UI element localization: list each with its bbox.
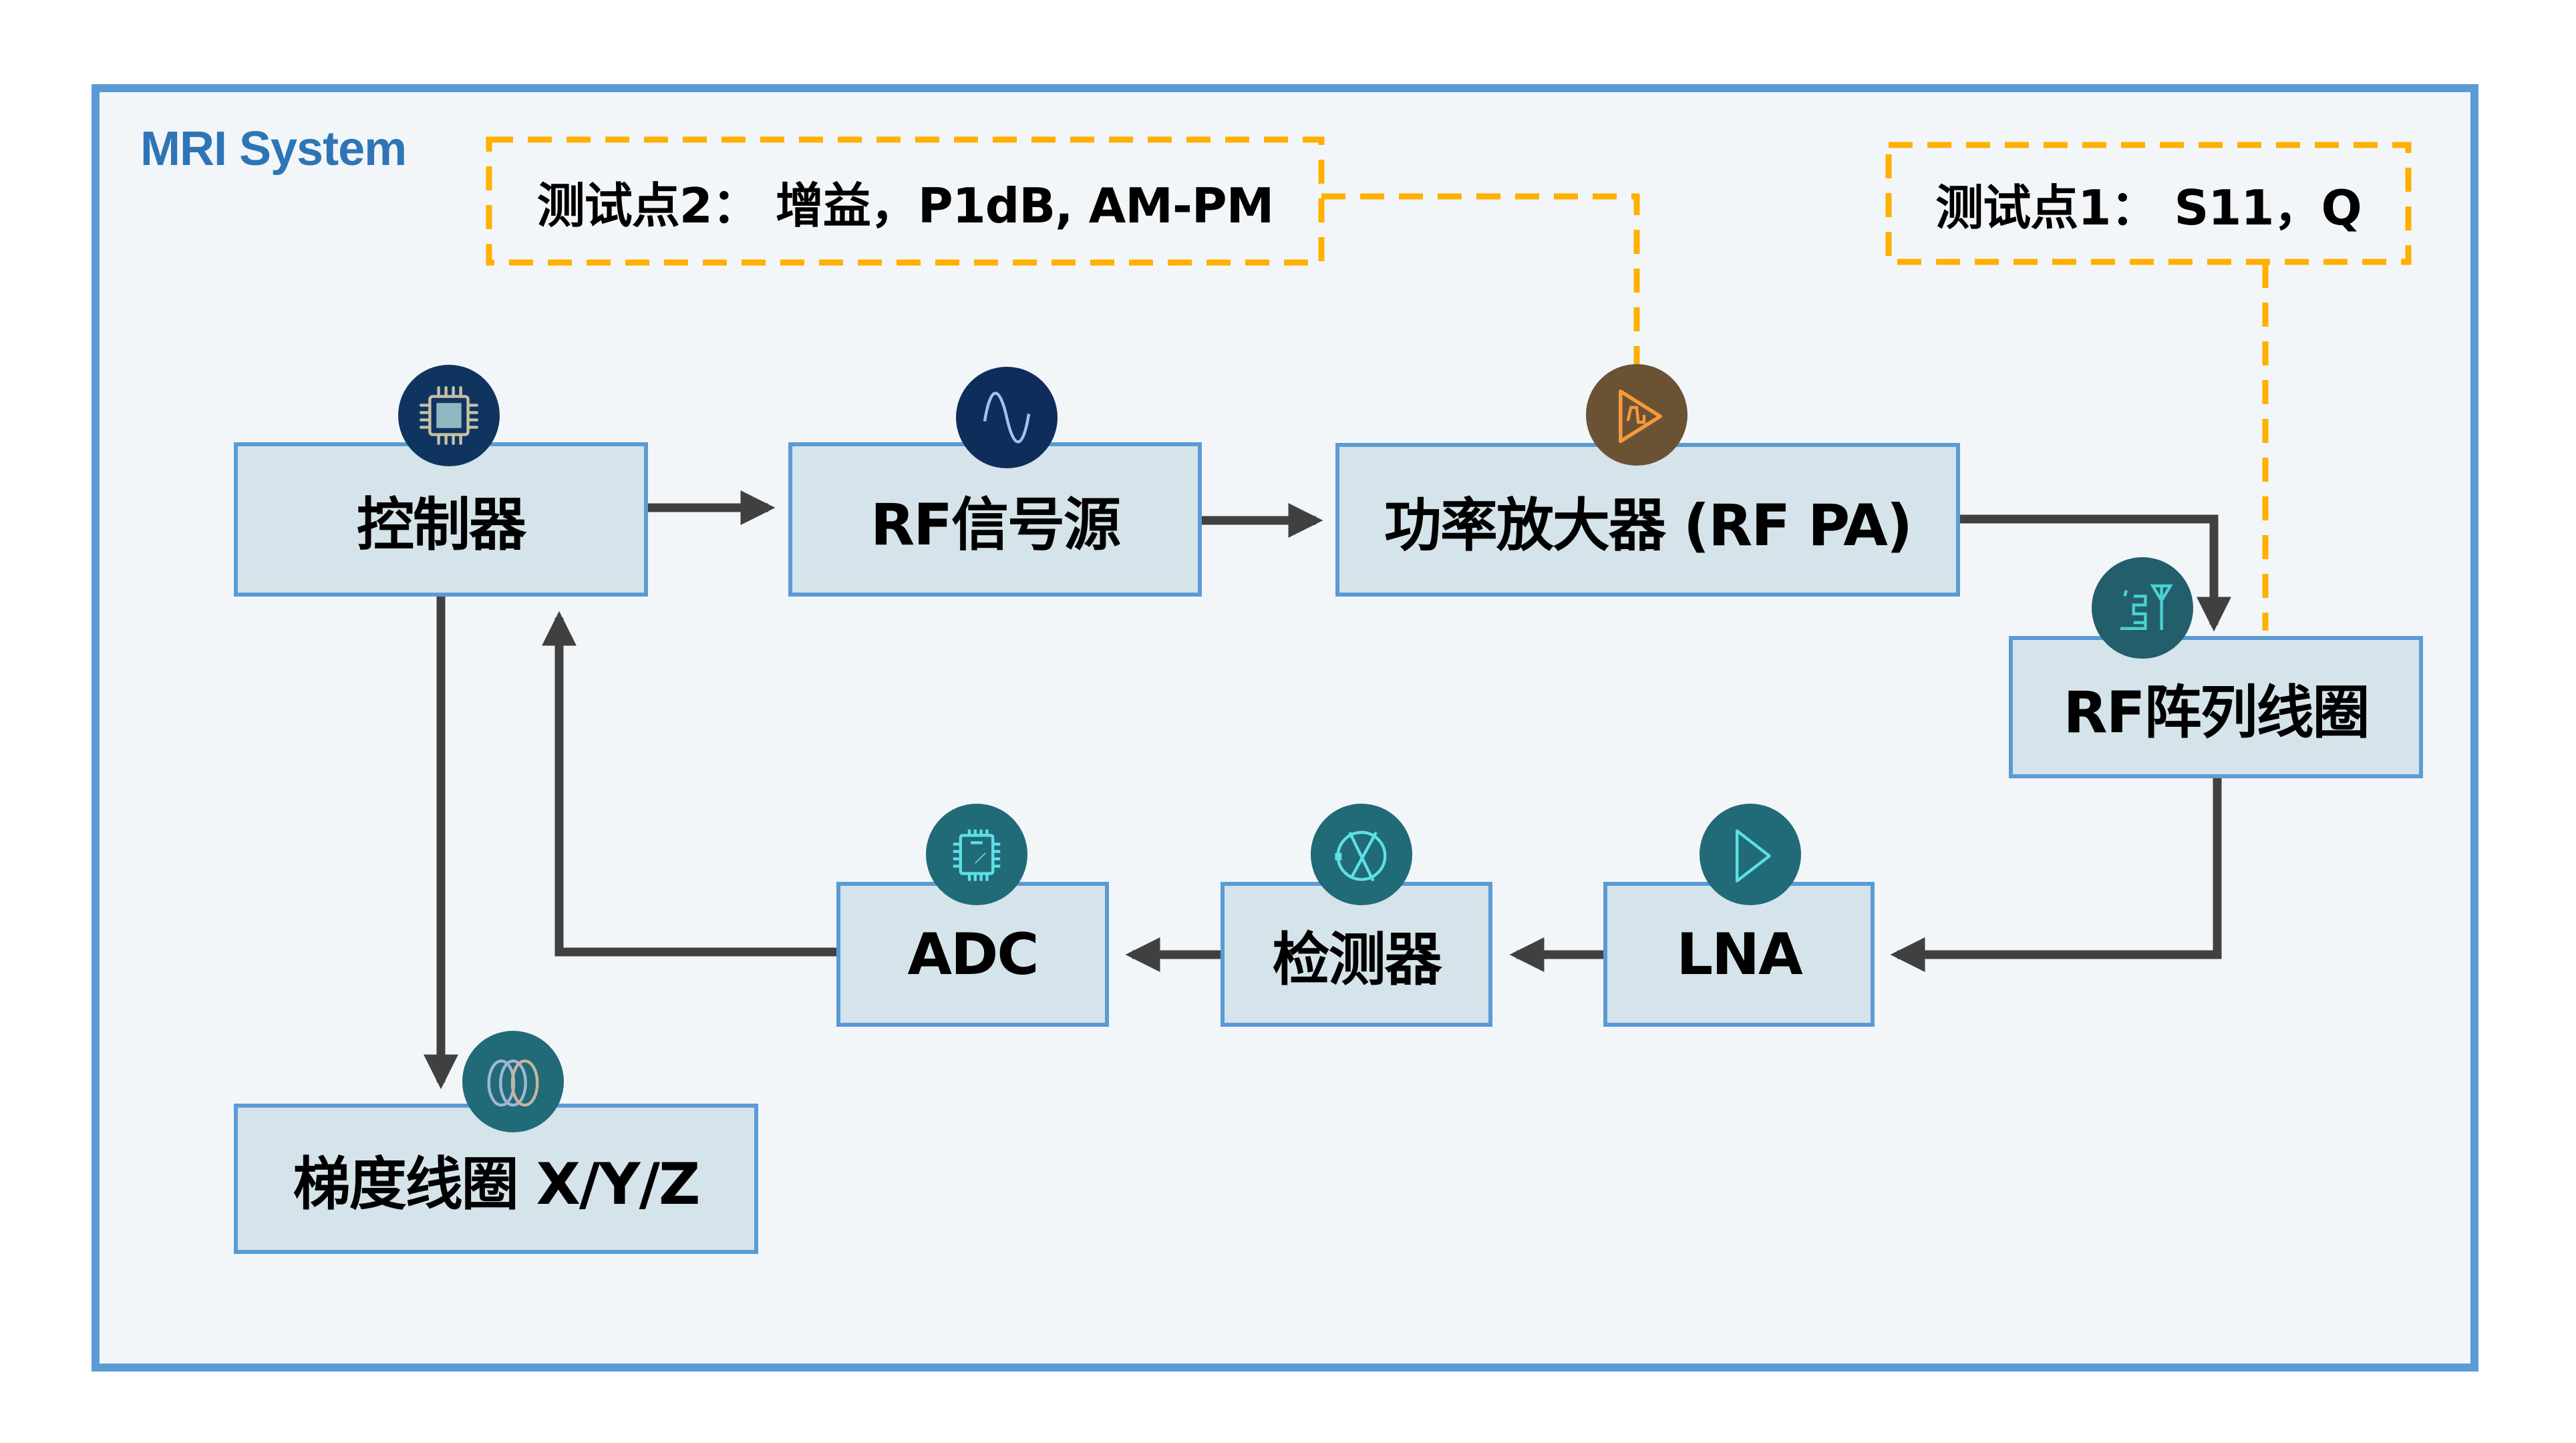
test-point-1: 测试点1： S11，Q xyxy=(1889,145,2408,262)
triangle-play-icon xyxy=(1700,804,1801,905)
block-power-amplifier-label: 功率放大器 (RF PA) xyxy=(1384,492,1913,559)
block-power-amplifier[interactable]: 功率放大器 (RF PA) xyxy=(1335,443,1960,597)
block-rf-array-coil[interactable]: RF阵列线圈 xyxy=(2009,636,2423,778)
test-point-1-label: 测试点1： S11，Q xyxy=(1935,180,2362,236)
test-point-2: 测试点2： 增益，P1dB, AM-PM xyxy=(489,140,1321,263)
block-gradient-coils-label: 梯度线圈 X/Y/Z xyxy=(293,1151,701,1218)
mixer-cross-icon xyxy=(1311,804,1412,905)
block-adc-label: ADC xyxy=(907,921,1039,988)
block-detector[interactable]: 检测器 xyxy=(1221,882,1492,1027)
block-rf-array-coil-label: RF阵列线圈 xyxy=(2063,679,2370,746)
test-point-2-label: 测试点2： 增益，P1dB, AM-PM xyxy=(536,177,1275,234)
block-rf-source-label: RF信号源 xyxy=(870,492,1121,558)
amplifier-triangle-icon xyxy=(1586,364,1687,466)
rings-coil-icon xyxy=(462,1031,564,1132)
cpu-chip-icon xyxy=(398,365,500,466)
block-lna-label: LNA xyxy=(1676,921,1802,988)
sine-wave-icon xyxy=(956,367,1058,468)
block-detector-label: 检测器 xyxy=(1272,927,1442,993)
chip-outline-icon xyxy=(926,804,1027,905)
block-gradient-coils[interactable]: 梯度线圈 X/Y/Z xyxy=(234,1104,758,1254)
block-controller-label: 控制器 xyxy=(357,492,526,558)
block-adc[interactable]: ADC xyxy=(836,882,1109,1027)
coil-antenna-icon xyxy=(2092,557,2193,659)
system-title: MRI System xyxy=(140,122,407,176)
